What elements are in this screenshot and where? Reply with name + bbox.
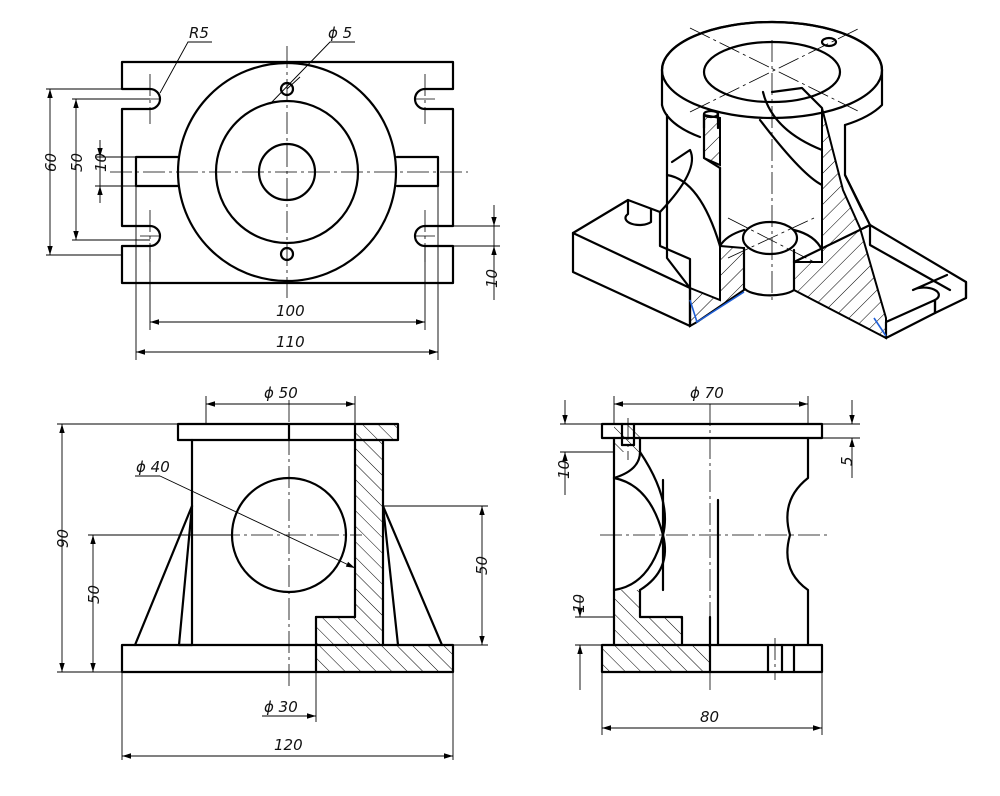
dim-60: 60 [42, 153, 60, 172]
dim-phi40: ϕ 40 [136, 458, 170, 476]
top-view: R5 ϕ 5 60 50 10 10 100 110 [42, 24, 501, 360]
dim-phi30: ϕ 30 [264, 698, 298, 716]
dim-phi70: ϕ 70 [690, 384, 724, 402]
dim-90: 90 [54, 529, 72, 548]
side-view: ϕ 70 10 5 10 80 [555, 384, 860, 735]
front-view: ϕ 50 ϕ 40 90 50 50 ϕ 30 120 [54, 384, 491, 760]
isometric-view [571, 20, 968, 340]
dim-100: 100 [276, 302, 305, 320]
dim-80: 80 [700, 708, 719, 726]
dim-phi50: ϕ 50 [264, 384, 298, 402]
dim-10-slot: 10 [483, 269, 501, 288]
dim-50-right: 50 [473, 556, 491, 575]
dim-r5: R5 [189, 24, 209, 42]
dim-10-side-top: 10 [555, 460, 573, 479]
dim-120: 120 [274, 736, 303, 754]
dim-50: 50 [68, 153, 86, 172]
dim-50-left: 50 [85, 585, 103, 604]
dim-10-top: 10 [92, 153, 110, 172]
dim-110: 110 [276, 333, 305, 351]
dim-phi5: ϕ 5 [328, 24, 352, 42]
dim-5: 5 [838, 456, 856, 466]
dim-10-side-bot: 10 [570, 594, 588, 613]
